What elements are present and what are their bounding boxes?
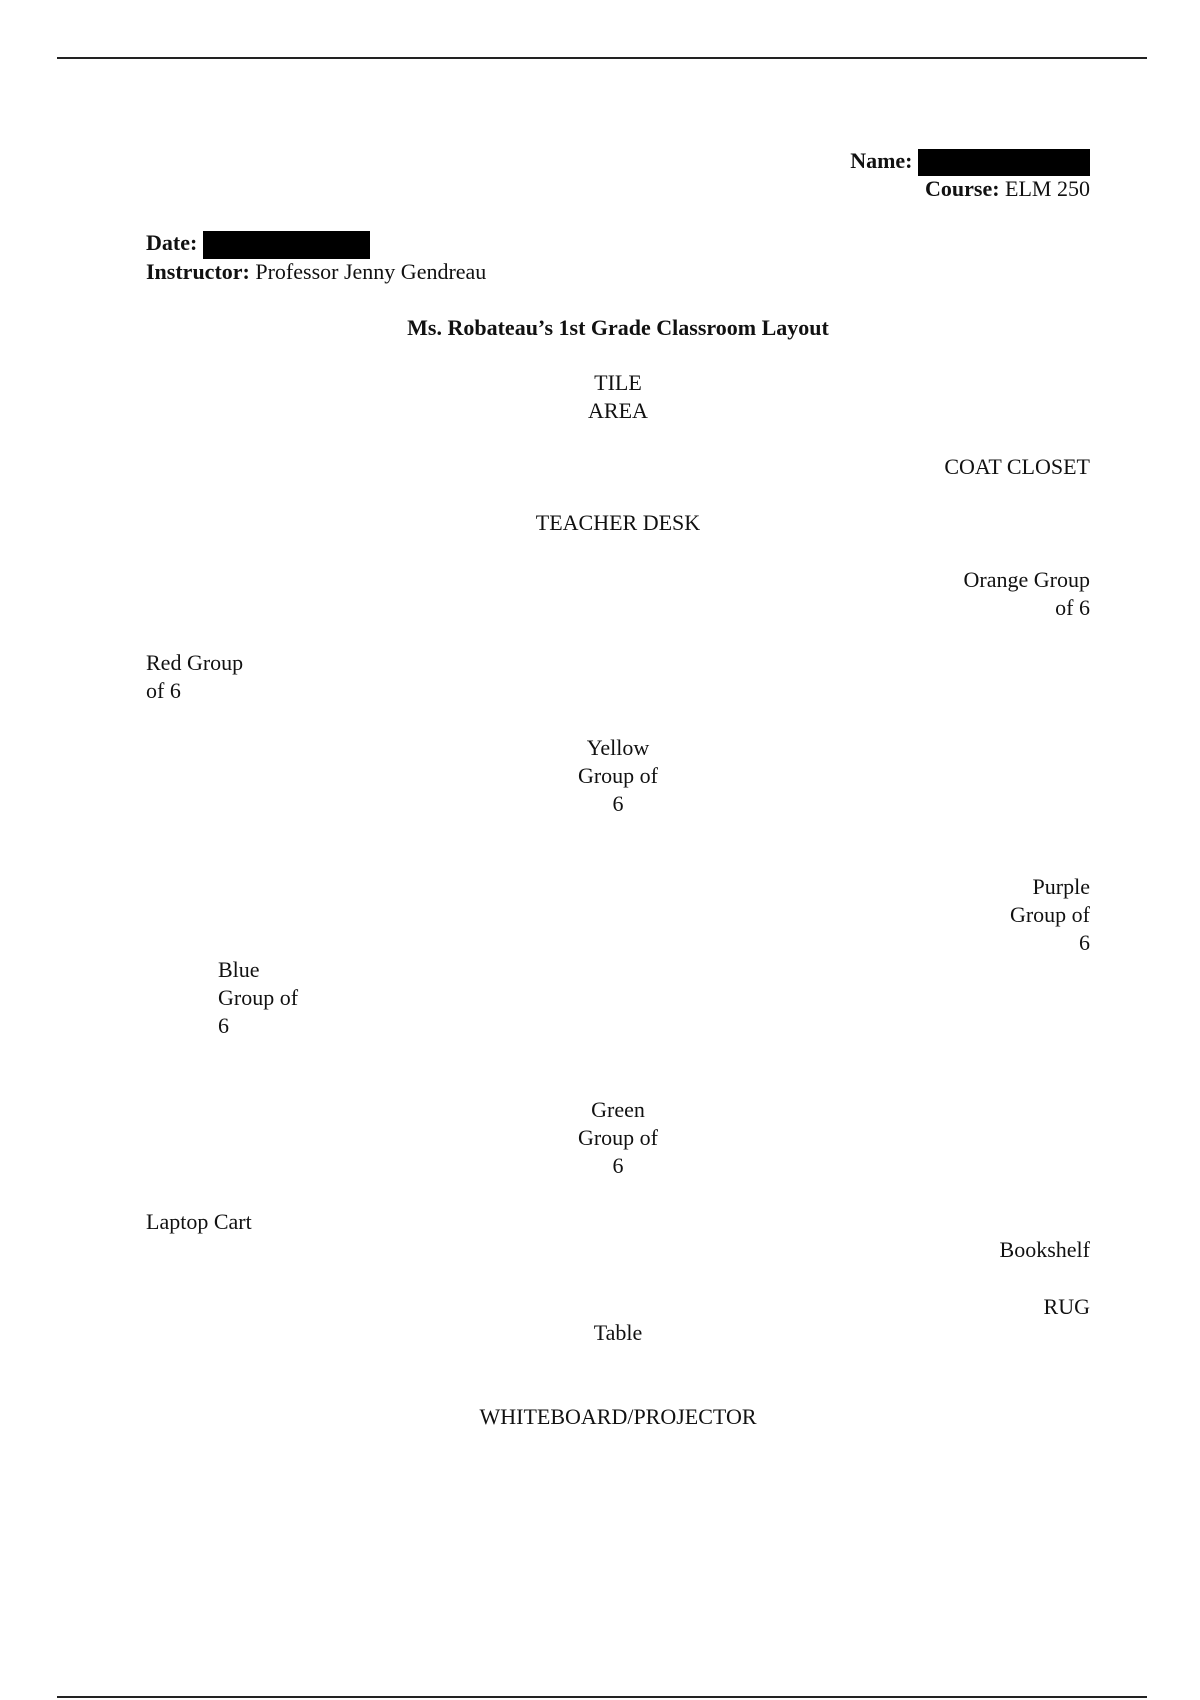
laptop-cart: Laptop Cart	[146, 1209, 252, 1234]
purple-group-line: Group of	[1009, 902, 1090, 927]
footer-rule	[57, 1696, 1147, 1698]
whiteboard-projector: WHITEBOARD/PROJECTOR	[479, 1404, 757, 1429]
orange-group: Orange Group of 6	[964, 566, 1090, 622]
yellow-group-line: Group of	[577, 763, 659, 788]
date-line: Date:	[146, 229, 370, 259]
tile-area-line: AREA	[588, 398, 648, 423]
coat-closet: COAT CLOSET	[944, 454, 1090, 479]
green-group-line: Group of	[577, 1125, 659, 1150]
course-line: Course: ELM 250	[925, 175, 1090, 203]
green-group-line: 6	[612, 1153, 624, 1178]
name-line: Name:	[850, 147, 1090, 177]
orange-group-line: Orange Group	[963, 567, 1090, 592]
blue-group: Blue Group of 6	[218, 956, 298, 1040]
instructor-line: Instructor: Professor Jenny Gendreau	[146, 258, 486, 286]
red-group: Red Group of 6	[146, 649, 243, 705]
red-group-line: of 6	[146, 678, 181, 703]
blue-group-line: Blue	[218, 957, 260, 982]
page-title: Ms. Robateau’s 1st Grade Classroom Layou…	[407, 315, 829, 340]
blue-group-line: 6	[218, 1013, 229, 1038]
tile-area: TILE AREA	[0, 369, 1200, 425]
rug: RUG	[1043, 1294, 1090, 1319]
yellow-group-line: Yellow	[586, 735, 650, 760]
redacted-date	[202, 230, 370, 259]
bookshelf: Bookshelf	[999, 1237, 1090, 1262]
instructor-value: Professor Jenny Gendreau	[255, 259, 487, 284]
purple-group: Purple Group of 6	[1010, 873, 1090, 957]
course-value: ELM 250	[1005, 176, 1090, 201]
tile-area-line: TILE	[594, 370, 642, 395]
header-rule	[57, 57, 1147, 59]
date-label: Date:	[146, 230, 198, 255]
instructor-label: Instructor:	[146, 259, 250, 284]
orange-group-line: of 6	[1055, 595, 1090, 620]
yellow-group: Yellow Group of 6	[0, 734, 1200, 818]
yellow-group-line: 6	[612, 791, 624, 816]
purple-group-line: 6	[1079, 930, 1090, 955]
name-label: Name:	[850, 148, 913, 173]
blue-group-line: Group of	[218, 985, 299, 1010]
redacted-name	[918, 149, 1090, 177]
table: Table	[593, 1320, 643, 1345]
purple-group-line: Purple	[1032, 874, 1090, 899]
green-group: Green Group of 6	[0, 1096, 1200, 1180]
green-group-line: Green	[591, 1097, 645, 1122]
teacher-desk: TEACHER DESK	[535, 510, 701, 535]
course-label: Course:	[925, 176, 1000, 201]
red-group-line: Red Group	[146, 650, 244, 675]
